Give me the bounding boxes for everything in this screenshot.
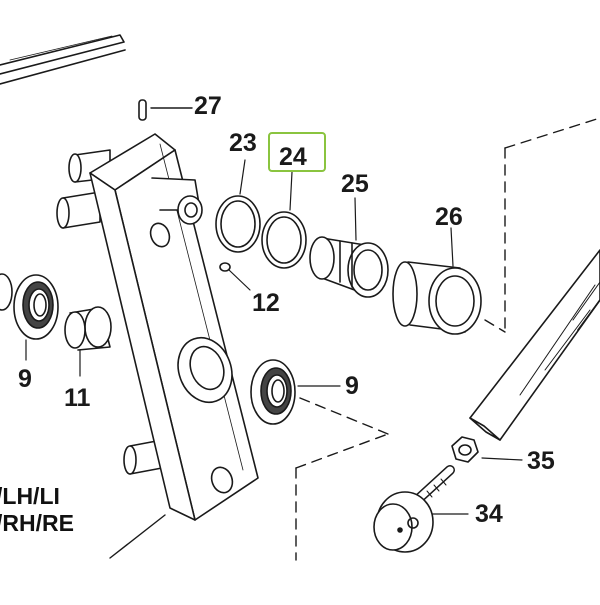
ring-24 bbox=[261, 171, 307, 269]
arm bbox=[469, 249, 600, 441]
rod-end-34 bbox=[373, 465, 469, 553]
label-9-left: 9 bbox=[18, 365, 32, 393]
label-11: 11 bbox=[64, 384, 91, 412]
bushing-25 bbox=[309, 197, 389, 298]
pin-27 bbox=[138, 99, 193, 121]
bearing-9-left bbox=[0, 273, 59, 361]
label-34: 34 bbox=[475, 500, 503, 528]
highlight-box-24 bbox=[268, 132, 326, 172]
frame-rail bbox=[0, 34, 126, 85]
label-25: 25 bbox=[341, 170, 369, 198]
label-27: 27 bbox=[194, 92, 222, 120]
label-12: 12 bbox=[252, 289, 280, 317]
label-24: 24 bbox=[279, 143, 307, 171]
side-label-leader bbox=[109, 514, 166, 559]
label-35: 35 bbox=[527, 447, 555, 475]
bushing-11 bbox=[64, 306, 112, 377]
bearing-9-right bbox=[250, 359, 341, 425]
plate-shafts bbox=[56, 149, 163, 475]
label-9-right: 9 bbox=[345, 372, 359, 400]
main-plate bbox=[89, 133, 259, 521]
ring-23 bbox=[215, 159, 261, 253]
nut-35 bbox=[451, 436, 523, 463]
label-23: 23 bbox=[229, 129, 257, 157]
side-label-line-1: /LH/LI bbox=[0, 483, 60, 509]
side-label-line-2: /RH/RE bbox=[0, 510, 74, 536]
label-26: 26 bbox=[435, 203, 463, 231]
grease-nipple-12 bbox=[219, 262, 251, 291]
sleeve-26 bbox=[392, 227, 482, 335]
alignment-lines bbox=[295, 117, 600, 561]
